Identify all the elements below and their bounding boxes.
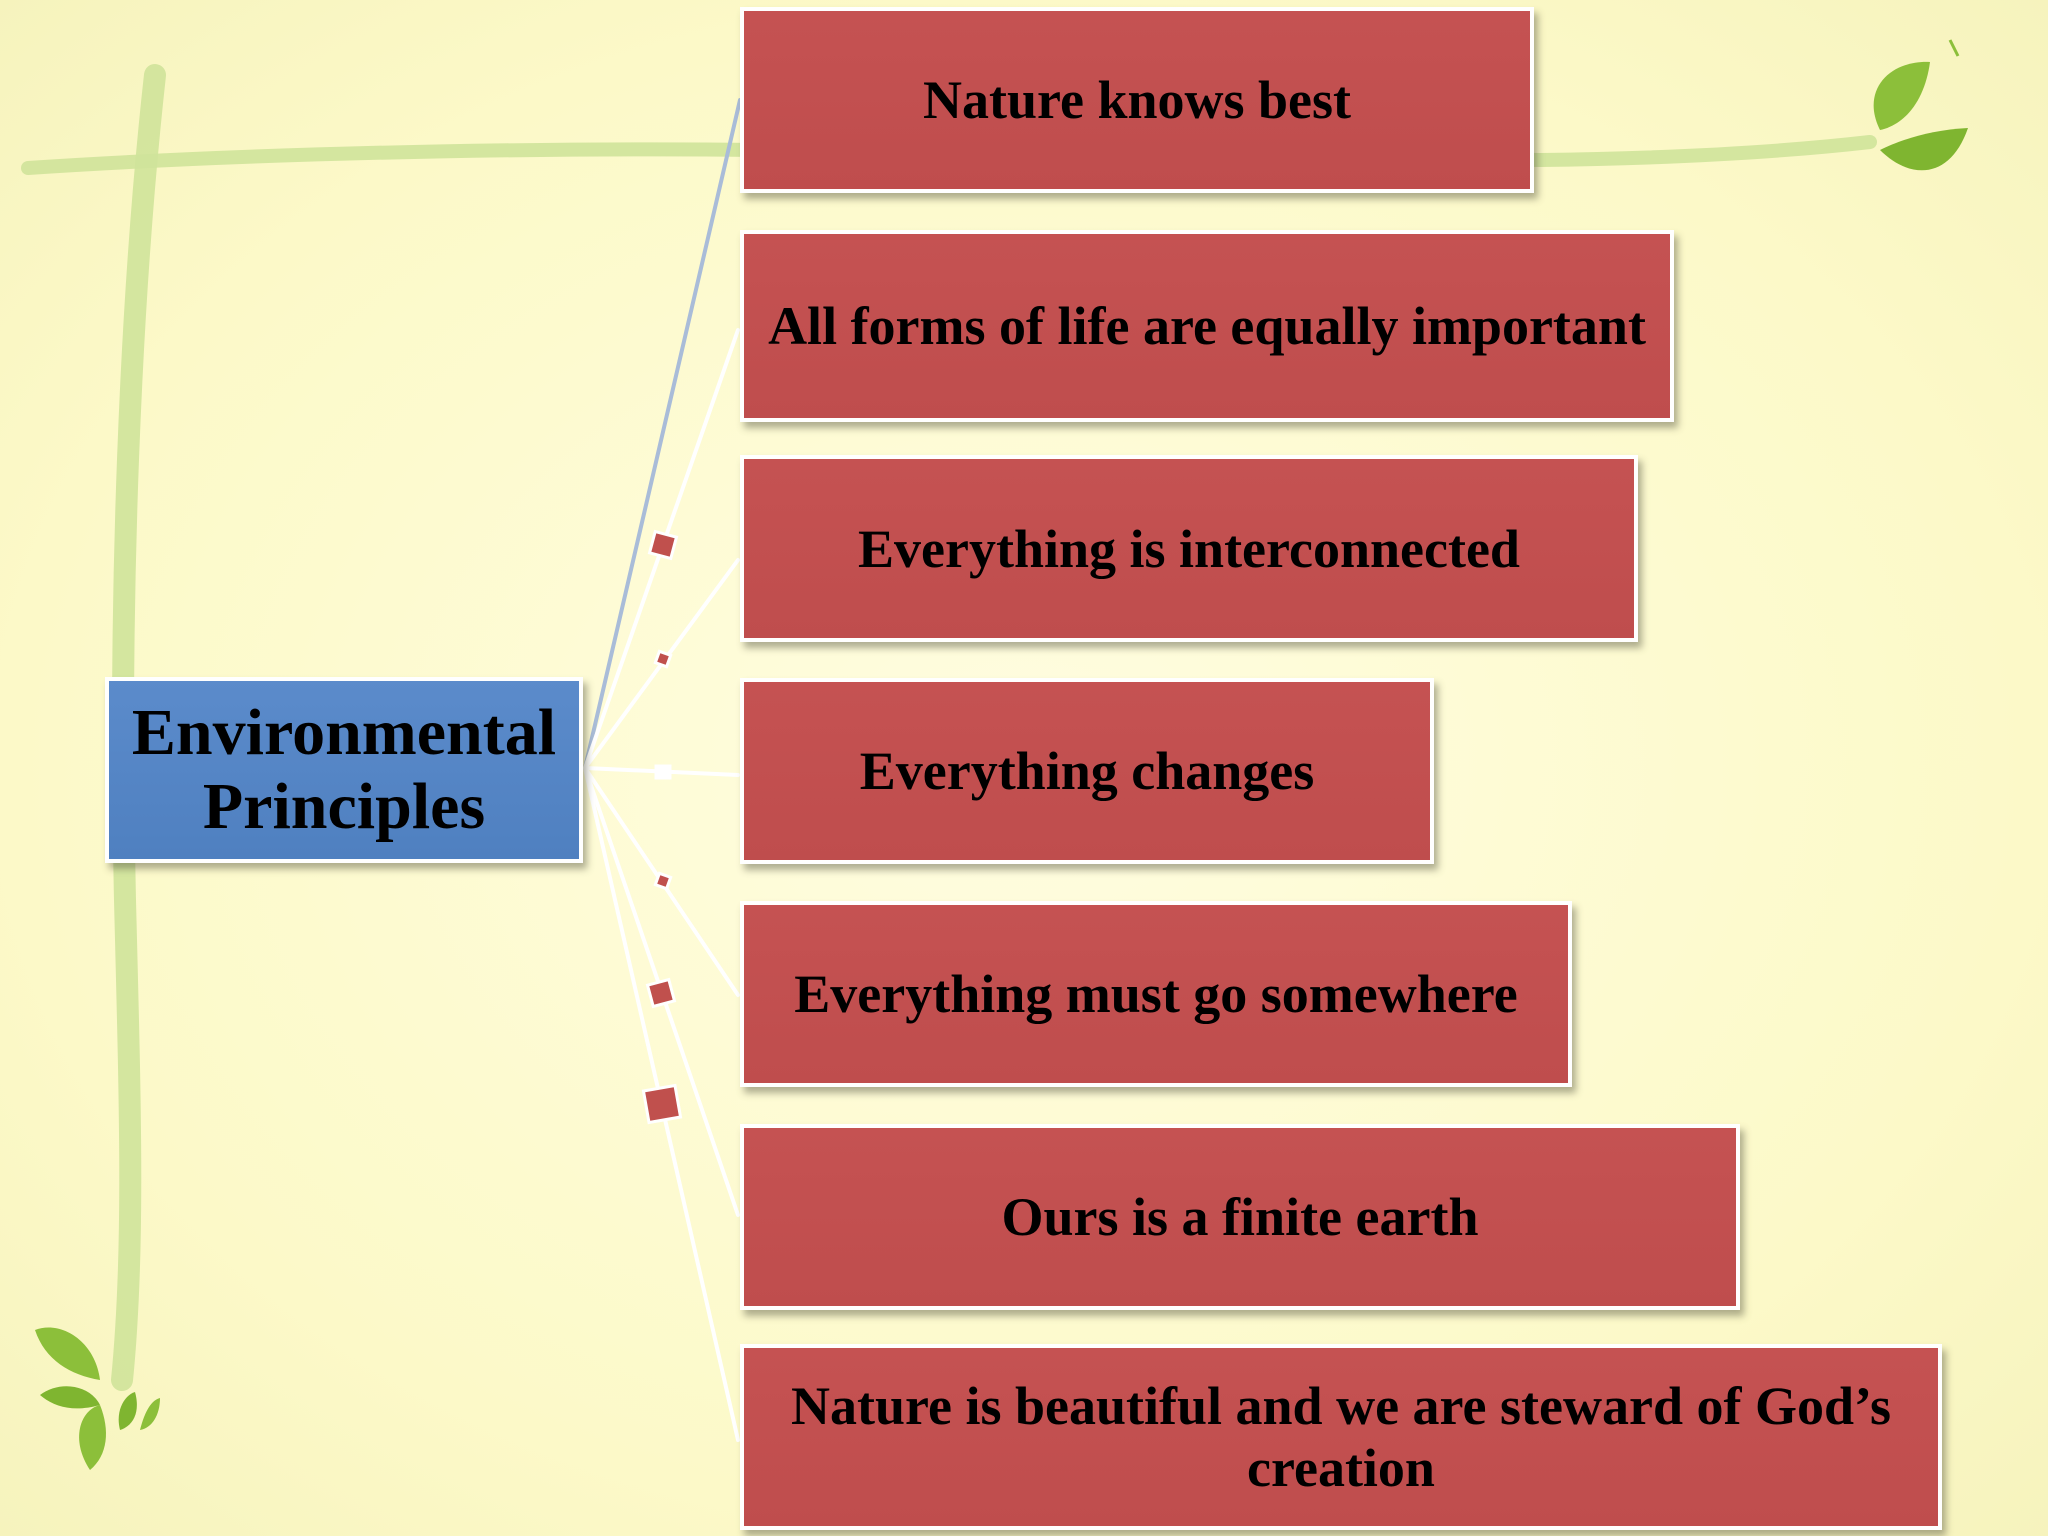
central-node-label: Environmental Principles: [131, 696, 557, 843]
principle-label-3: Everything is interconnected: [858, 518, 1520, 579]
principle-label-4: Everything changes: [859, 741, 1315, 801]
marker-2: [653, 649, 673, 669]
marker-4: [653, 871, 673, 891]
principle-label-2: All forms of life are equally important: [768, 296, 1646, 356]
principle-label-6: Ours is a finite earth: [1001, 1187, 1479, 1247]
principle-label-7: Nature is beautiful and we are steward o…: [791, 1376, 1891, 1498]
leaf-cluster-bottom-left-icon: [35, 1327, 160, 1470]
leaf-cluster-top-right-icon: [1873, 39, 1968, 171]
marker-5: [645, 977, 677, 1009]
marker-1: [647, 529, 679, 561]
marker-3: [654, 764, 672, 780]
connector-markers: [641, 529, 683, 1125]
principle-label-1: Nature knows best: [922, 70, 1352, 130]
principle-box-3: Everything is interconnected: [740, 455, 1638, 642]
principle-label-5: Everything must go somewhere: [794, 964, 1518, 1024]
marker-6: [641, 1083, 683, 1125]
principle-box-4: Everything changes: [740, 678, 1434, 864]
principle-box-6: Ours is a finite earth: [740, 1124, 1740, 1310]
principle-box-5: Everything must go somewhere: [740, 901, 1572, 1087]
principle-box-1: Nature knows best: [740, 7, 1534, 193]
principle-box-2: All forms of life are equally important: [740, 230, 1674, 422]
connector-1: [583, 98, 742, 770]
central-node: Environmental Principles: [105, 677, 583, 863]
principle-box-7: Nature is beautiful and we are steward o…: [740, 1344, 1942, 1530]
